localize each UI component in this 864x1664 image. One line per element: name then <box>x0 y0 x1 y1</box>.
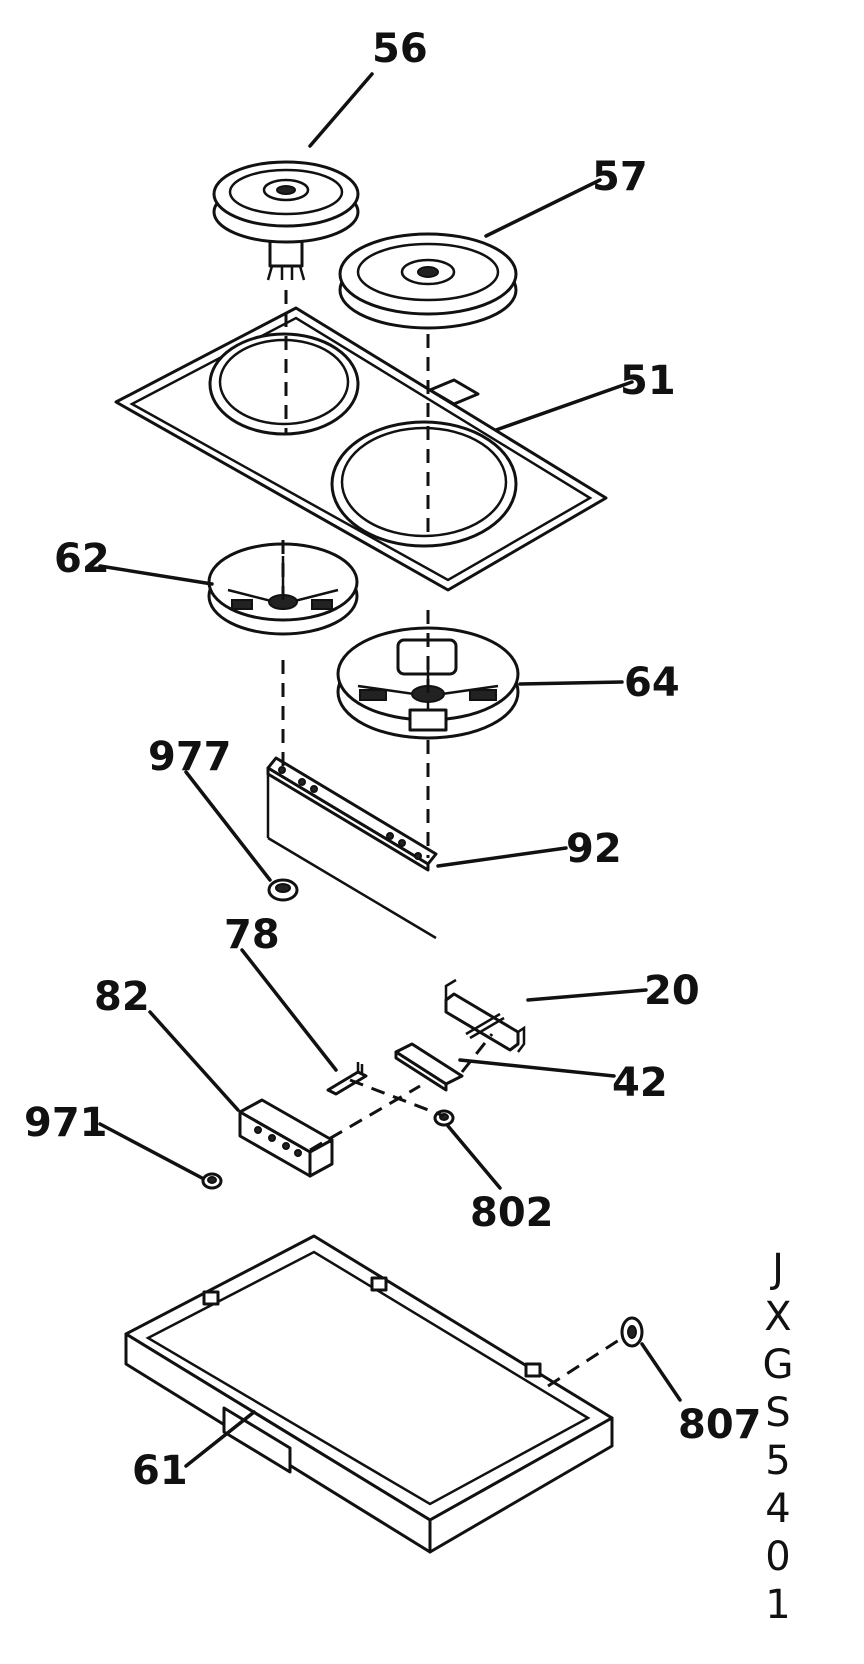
model-char-2: X <box>764 1294 791 1340</box>
part-971-screw <box>201 1172 223 1190</box>
callout-977: 977 <box>148 734 232 780</box>
callout-20: 20 <box>644 968 700 1014</box>
leader-lines <box>98 72 682 1468</box>
callout-62: 62 <box>54 536 110 582</box>
callout-971: 971 <box>24 1100 108 1146</box>
part-82-terminal-block <box>238 1098 334 1178</box>
model-char-5: 5 <box>765 1438 790 1484</box>
part-42-insulator <box>394 1042 464 1092</box>
callout-56: 56 <box>372 26 428 72</box>
model-char-6: 4 <box>765 1486 790 1532</box>
callout-92: 92 <box>566 826 622 872</box>
callout-802: 802 <box>470 1190 554 1236</box>
model-char-8: 1 <box>765 1582 790 1628</box>
part-977-nut <box>267 878 299 902</box>
part-51-cooktop-top <box>114 306 608 592</box>
callout-64: 64 <box>624 660 680 706</box>
callout-807: 807 <box>678 1402 762 1448</box>
part-57-large-surface-element <box>338 232 518 330</box>
callout-57: 57 <box>592 154 648 200</box>
alignment-lines <box>281 290 623 1388</box>
part-56-small-surface-element <box>212 160 360 281</box>
part-64-large-drip-pan <box>336 626 520 740</box>
callout-42: 42 <box>612 1060 668 1106</box>
part-78-terminal <box>326 1062 368 1096</box>
part-807-screw <box>620 1316 644 1348</box>
part-92-bracket <box>266 756 438 940</box>
part-20-terminal-bracket <box>444 978 526 1053</box>
part-61-burner-box <box>124 1234 614 1554</box>
callout-51: 51 <box>620 358 676 404</box>
callout-61: 61 <box>132 1448 188 1494</box>
model-char-7: 0 <box>765 1534 790 1580</box>
model-char-1: J <box>769 1246 784 1292</box>
model-number-vertical: J X G S 5 4 0 1 <box>763 1246 794 1628</box>
model-char-3: G <box>763 1342 794 1388</box>
callouts: 56 57 51 62 64 977 92 78 20 82 42 971 80… <box>24 26 762 1494</box>
model-char-4: S <box>765 1390 790 1436</box>
callout-78: 78 <box>224 912 280 958</box>
callout-82: 82 <box>94 974 150 1020</box>
